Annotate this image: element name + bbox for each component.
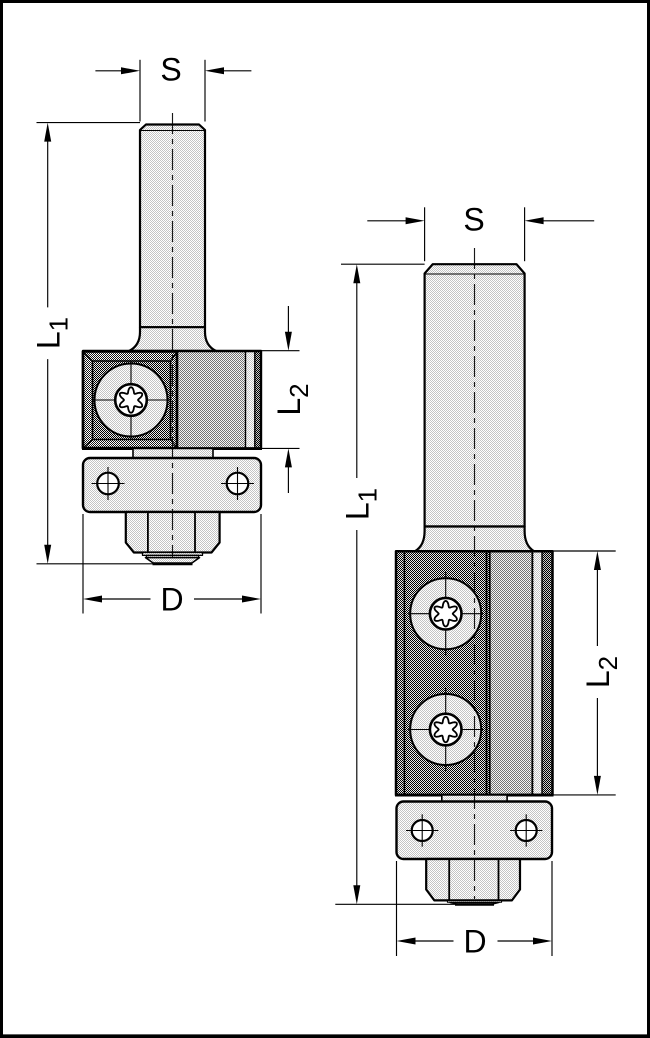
dim-shank-long	[367, 207, 595, 262]
cutter-view-long	[394, 248, 554, 906]
arrowhead	[44, 122, 52, 142]
insert-screws-long	[408, 572, 483, 771]
label-l2-long: L2	[580, 656, 623, 688]
arrowhead	[524, 217, 544, 225]
arrowhead	[533, 937, 552, 945]
part-face	[533, 551, 542, 795]
plate-holes-short	[91, 467, 254, 500]
arrowhead	[284, 331, 292, 351]
plate-holes-long	[406, 814, 543, 847]
arrowhead	[242, 595, 261, 603]
arrowhead	[353, 264, 361, 284]
arrowhead	[44, 544, 52, 564]
dimensions-long	[335, 207, 616, 956]
part-face	[245, 351, 255, 449]
label-s-short: S	[160, 52, 181, 88]
arrowhead	[396, 937, 416, 945]
label-s-long: S	[463, 202, 484, 238]
knife-edge-short	[254, 351, 261, 449]
label-l2-short: L2	[271, 383, 314, 415]
arrowhead	[405, 217, 425, 225]
arrowhead	[284, 448, 292, 468]
arrowhead	[205, 67, 224, 75]
dim-overall-length-long	[335, 263, 457, 905]
crosshair-line	[169, 351, 178, 362]
insert-knife-short	[81, 350, 179, 450]
dim-cutting-length-short	[262, 306, 300, 493]
dim-diameter-long	[395, 861, 553, 956]
dim-labels-short: S L1 L2 D	[30, 52, 314, 618]
label-l1-long: L1	[340, 488, 383, 520]
dim-overall-length-short	[36, 122, 153, 565]
cutter-view-short	[81, 113, 263, 566]
dim-labels-long: S L1 L2 D	[340, 202, 624, 960]
crosshair-line	[82, 351, 93, 362]
arrowhead	[83, 595, 102, 603]
dimensions-short	[36, 59, 300, 614]
part-face	[489, 551, 532, 795]
crosshair-line	[82, 439, 93, 449]
knife-edge-long	[542, 551, 552, 795]
label-d-short: D	[160, 582, 183, 618]
dim-shank-short	[95, 59, 252, 122]
dim-cutting-length-long	[552, 550, 616, 796]
arrowhead	[593, 551, 601, 570]
label-d-long: D	[463, 924, 486, 960]
crosshair-line	[169, 439, 178, 449]
arrowhead	[121, 67, 140, 75]
arrowhead	[593, 775, 601, 795]
arrowhead	[353, 885, 361, 905]
label-l1-short: L1	[30, 317, 73, 349]
screw-tip-long	[446, 899, 503, 906]
dim-diameter-short	[82, 514, 262, 614]
hex-nut-short	[124, 510, 221, 554]
hex-nut-long	[425, 857, 522, 902]
